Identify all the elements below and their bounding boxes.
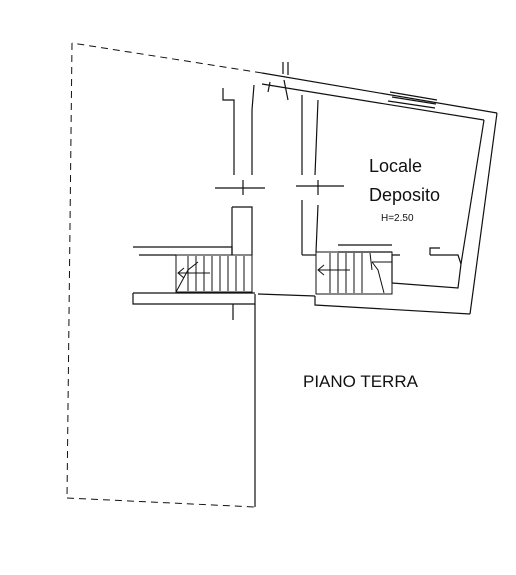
door-top-left (267, 62, 289, 101)
property-boundary (66, 42, 263, 508)
window-top-right (387, 91, 438, 109)
room-height: H=2.50 (381, 213, 414, 224)
room-name-line2: Deposito (369, 185, 440, 205)
staircase-right (315, 251, 393, 295)
staircase-left (175, 254, 253, 293)
exterior-walls (132, 72, 498, 315)
room-name-line1: Locale (369, 156, 422, 176)
floor-label: PIANO TERRA (303, 372, 419, 391)
interior-walls (133, 84, 392, 256)
courtyard-partition (232, 304, 256, 507)
